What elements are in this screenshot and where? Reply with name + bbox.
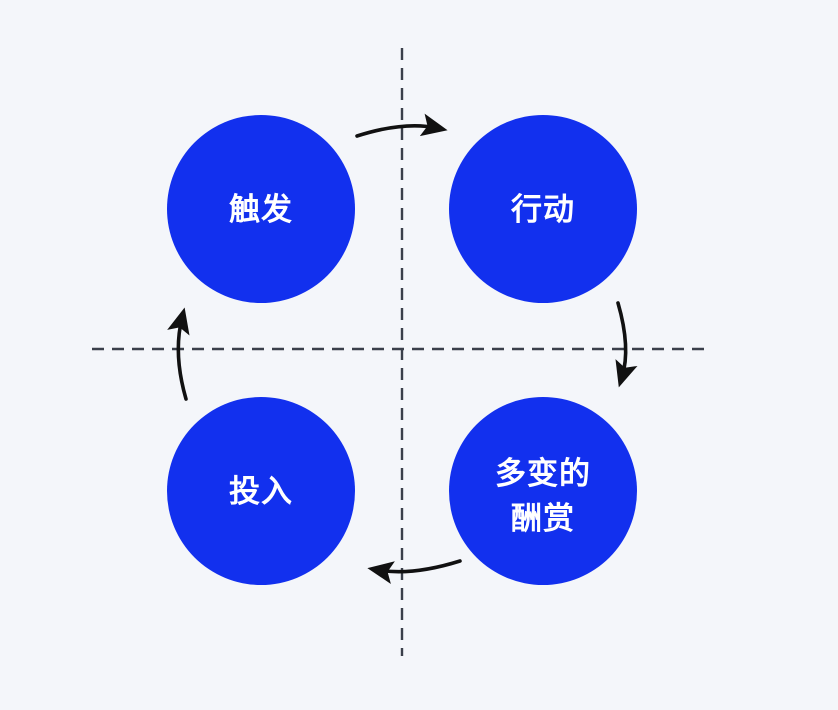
- arrow-icon-action-to-reward: [615, 301, 638, 388]
- node-label-group: 触发 行动 多变的 酬赏 投入: [229, 192, 591, 537]
- arrow-icon-reward-to-investment: [367, 559, 462, 584]
- node-circle-variable-reward[interactable]: [449, 397, 637, 585]
- axis-group: [92, 48, 712, 656]
- node-label-variable-reward-line2: 酬赏: [511, 501, 575, 537]
- node-label-variable-reward-line1: 多变的: [495, 456, 591, 492]
- node-circle-action[interactable]: [449, 115, 637, 303]
- node-circle-trigger[interactable]: [167, 115, 355, 303]
- node-label-action: 行动: [510, 192, 575, 228]
- node-label-investment: 投入: [229, 474, 293, 510]
- arrow-group: [167, 113, 638, 584]
- node-label-trigger: 触发: [229, 192, 293, 228]
- node-group: [167, 115, 637, 585]
- arrow-icon-investment-to-trigger: [167, 307, 190, 401]
- node-circle-investment[interactable]: [167, 397, 355, 585]
- arrow-icon-trigger-to-action: [355, 113, 448, 138]
